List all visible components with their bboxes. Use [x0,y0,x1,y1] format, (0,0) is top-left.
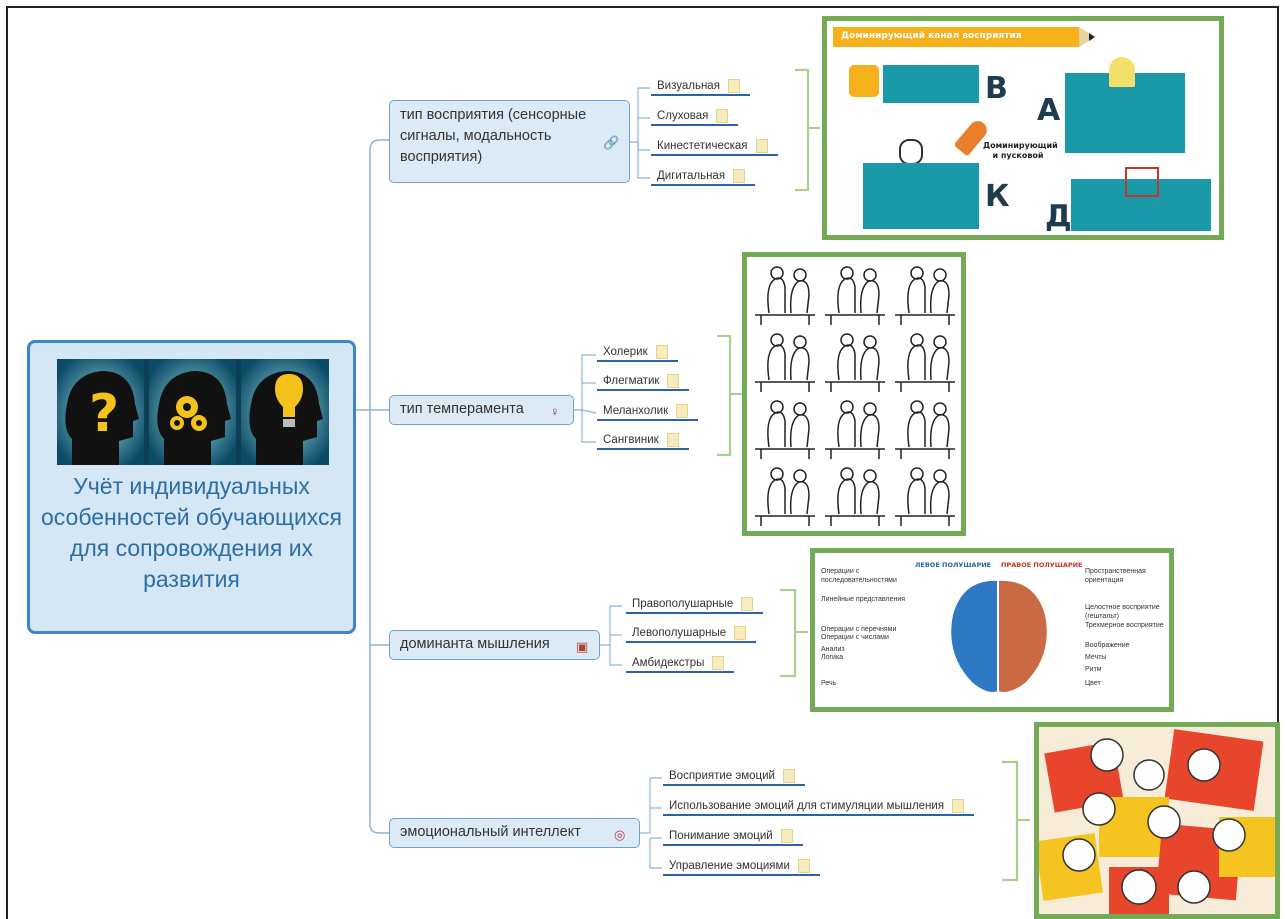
note-icon [712,655,725,670]
branch-label: эмоциональный интеллект [400,824,581,840]
right-item-label: Пространственная ориентация [1085,568,1146,584]
page-frame [6,6,1279,919]
note-icon [782,768,795,783]
sub-left-hemisphere[interactable]: Левополушарные [626,625,757,643]
bell-icon [1109,57,1135,87]
heads-illustration: ? [57,359,329,465]
sub-sanguine[interactable]: Сангвиник [597,432,689,450]
kinesthetic-card [863,163,979,229]
branch-temperament[interactable]: тип темперамента ♀ [389,395,574,425]
touch-icon [899,139,923,165]
note-icon [667,373,680,388]
right-item-label: Трехмерное восприятие [1085,622,1164,629]
left-item-label: Операции с последовательностями [821,568,897,584]
letter-d: Д [1045,199,1072,234]
sub-phlegmatic[interactable]: Флегматик [597,373,690,391]
branch-label: доминанта мышления [400,636,550,652]
sub-emotion-use[interactable]: Использование эмоций для стимуляции мышл… [663,798,975,816]
note-icon [755,138,768,153]
central-title: Учёт индивидуальных особенностей обучающ… [41,473,342,592]
note-icon [676,403,689,418]
sub-visual[interactable]: Визуальная [651,78,750,96]
right-item-label: Мечты [1085,654,1107,661]
branch-perception-type[interactable]: тип восприятия (сенсорные сигналы, модал… [389,100,630,183]
note-icon [655,344,668,359]
left-item-label: Анализ [821,646,845,653]
sub-emotion-perception[interactable]: Восприятие эмоций [663,768,805,786]
note-icon [741,596,754,611]
svg-text:?: ? [89,384,119,444]
sub-ambidexter[interactable]: Амбидекстры [626,655,735,673]
cartoon-grid [755,266,955,526]
left-item-label: Операции с перечнями [821,626,897,633]
emotion-icon: ◎ [614,827,626,842]
digital-card [1071,179,1211,231]
center-label: Доминирующий и пусковой [983,141,1058,160]
branch-emotional-intelligence[interactable]: эмоциональный интеллект ◎ [389,818,640,848]
left-item-label: Линейные представления [821,596,906,603]
note-icon [952,798,965,813]
perception-channels-image: Доминирующий канал восприятия В А Домини… [822,16,1224,240]
temperament-cartoon-image [742,252,966,536]
right-hemisphere-title: ПРАВОЕ ПОЛУШАРИЕ [1001,561,1083,569]
sub-emotion-management[interactable]: Управление эмоциями [663,858,820,876]
brain-illustration [951,580,1047,692]
brain-hemispheres-image: ЛЕВОЕ ПОЛУШАРИЕ ПРАВОЕ ПОЛУШАРИЕ Операци… [810,548,1174,712]
note-icon [727,78,740,93]
letter-v: В [985,71,1008,106]
brain-slide-icon: ▣ [576,639,589,654]
central-topic[interactable]: ? Учёт индивидуальных особенностей обуча… [27,340,356,634]
note-icon [716,108,729,123]
banner-text: Доминирующий канал восприятия [841,31,1022,41]
right-item-label: Воображение [1085,642,1130,649]
branch-label: тип темперамента [400,401,524,417]
note-icon [666,432,679,447]
pencil-banner [833,27,1079,47]
letter-a: А [1037,93,1061,128]
left-item-label: Логика [821,654,844,661]
visual-card [883,65,979,103]
temperament-icon: ♀ [550,404,560,419]
letter-k: К [985,179,1010,214]
pencil-tip [1079,27,1095,47]
emotion-faces-image [1034,722,1280,919]
note-icon [734,625,747,640]
right-item-label: Ритм [1085,666,1102,673]
hierarchy-icon [1125,167,1159,197]
note-icon [780,828,793,843]
branch-thinking-dominance[interactable]: доминанта мышления ▣ [389,630,600,660]
left-hemisphere-title: ЛЕВОЕ ПОЛУШАРИЕ [915,561,992,569]
faces-collage [1039,729,1275,914]
sub-auditory[interactable]: Слуховая [651,108,739,126]
left-item-label: Операции с числами [821,634,889,641]
branch-label: тип восприятия (сенсорные сигналы, модал… [400,107,587,165]
sub-digital[interactable]: Дигитальная [651,168,756,186]
right-item-label: Цвет [1085,680,1101,687]
note-icon [733,168,746,183]
left-item-label: Речь [821,680,837,687]
sub-emotion-understanding[interactable]: Понимание эмоций [663,828,803,846]
sub-kinesthetic[interactable]: Кинестетическая [651,138,778,156]
sub-right-hemisphere[interactable]: Правополушарные [626,596,764,614]
sub-choleric[interactable]: Холерик [597,344,678,362]
face-icon [849,65,879,97]
right-item-label: Целостное восприятие (гештальт) [1085,604,1160,620]
sub-melancholic[interactable]: Меланхолик [597,403,699,421]
note-icon [797,858,810,873]
link-icon: 🔗 [603,135,620,150]
